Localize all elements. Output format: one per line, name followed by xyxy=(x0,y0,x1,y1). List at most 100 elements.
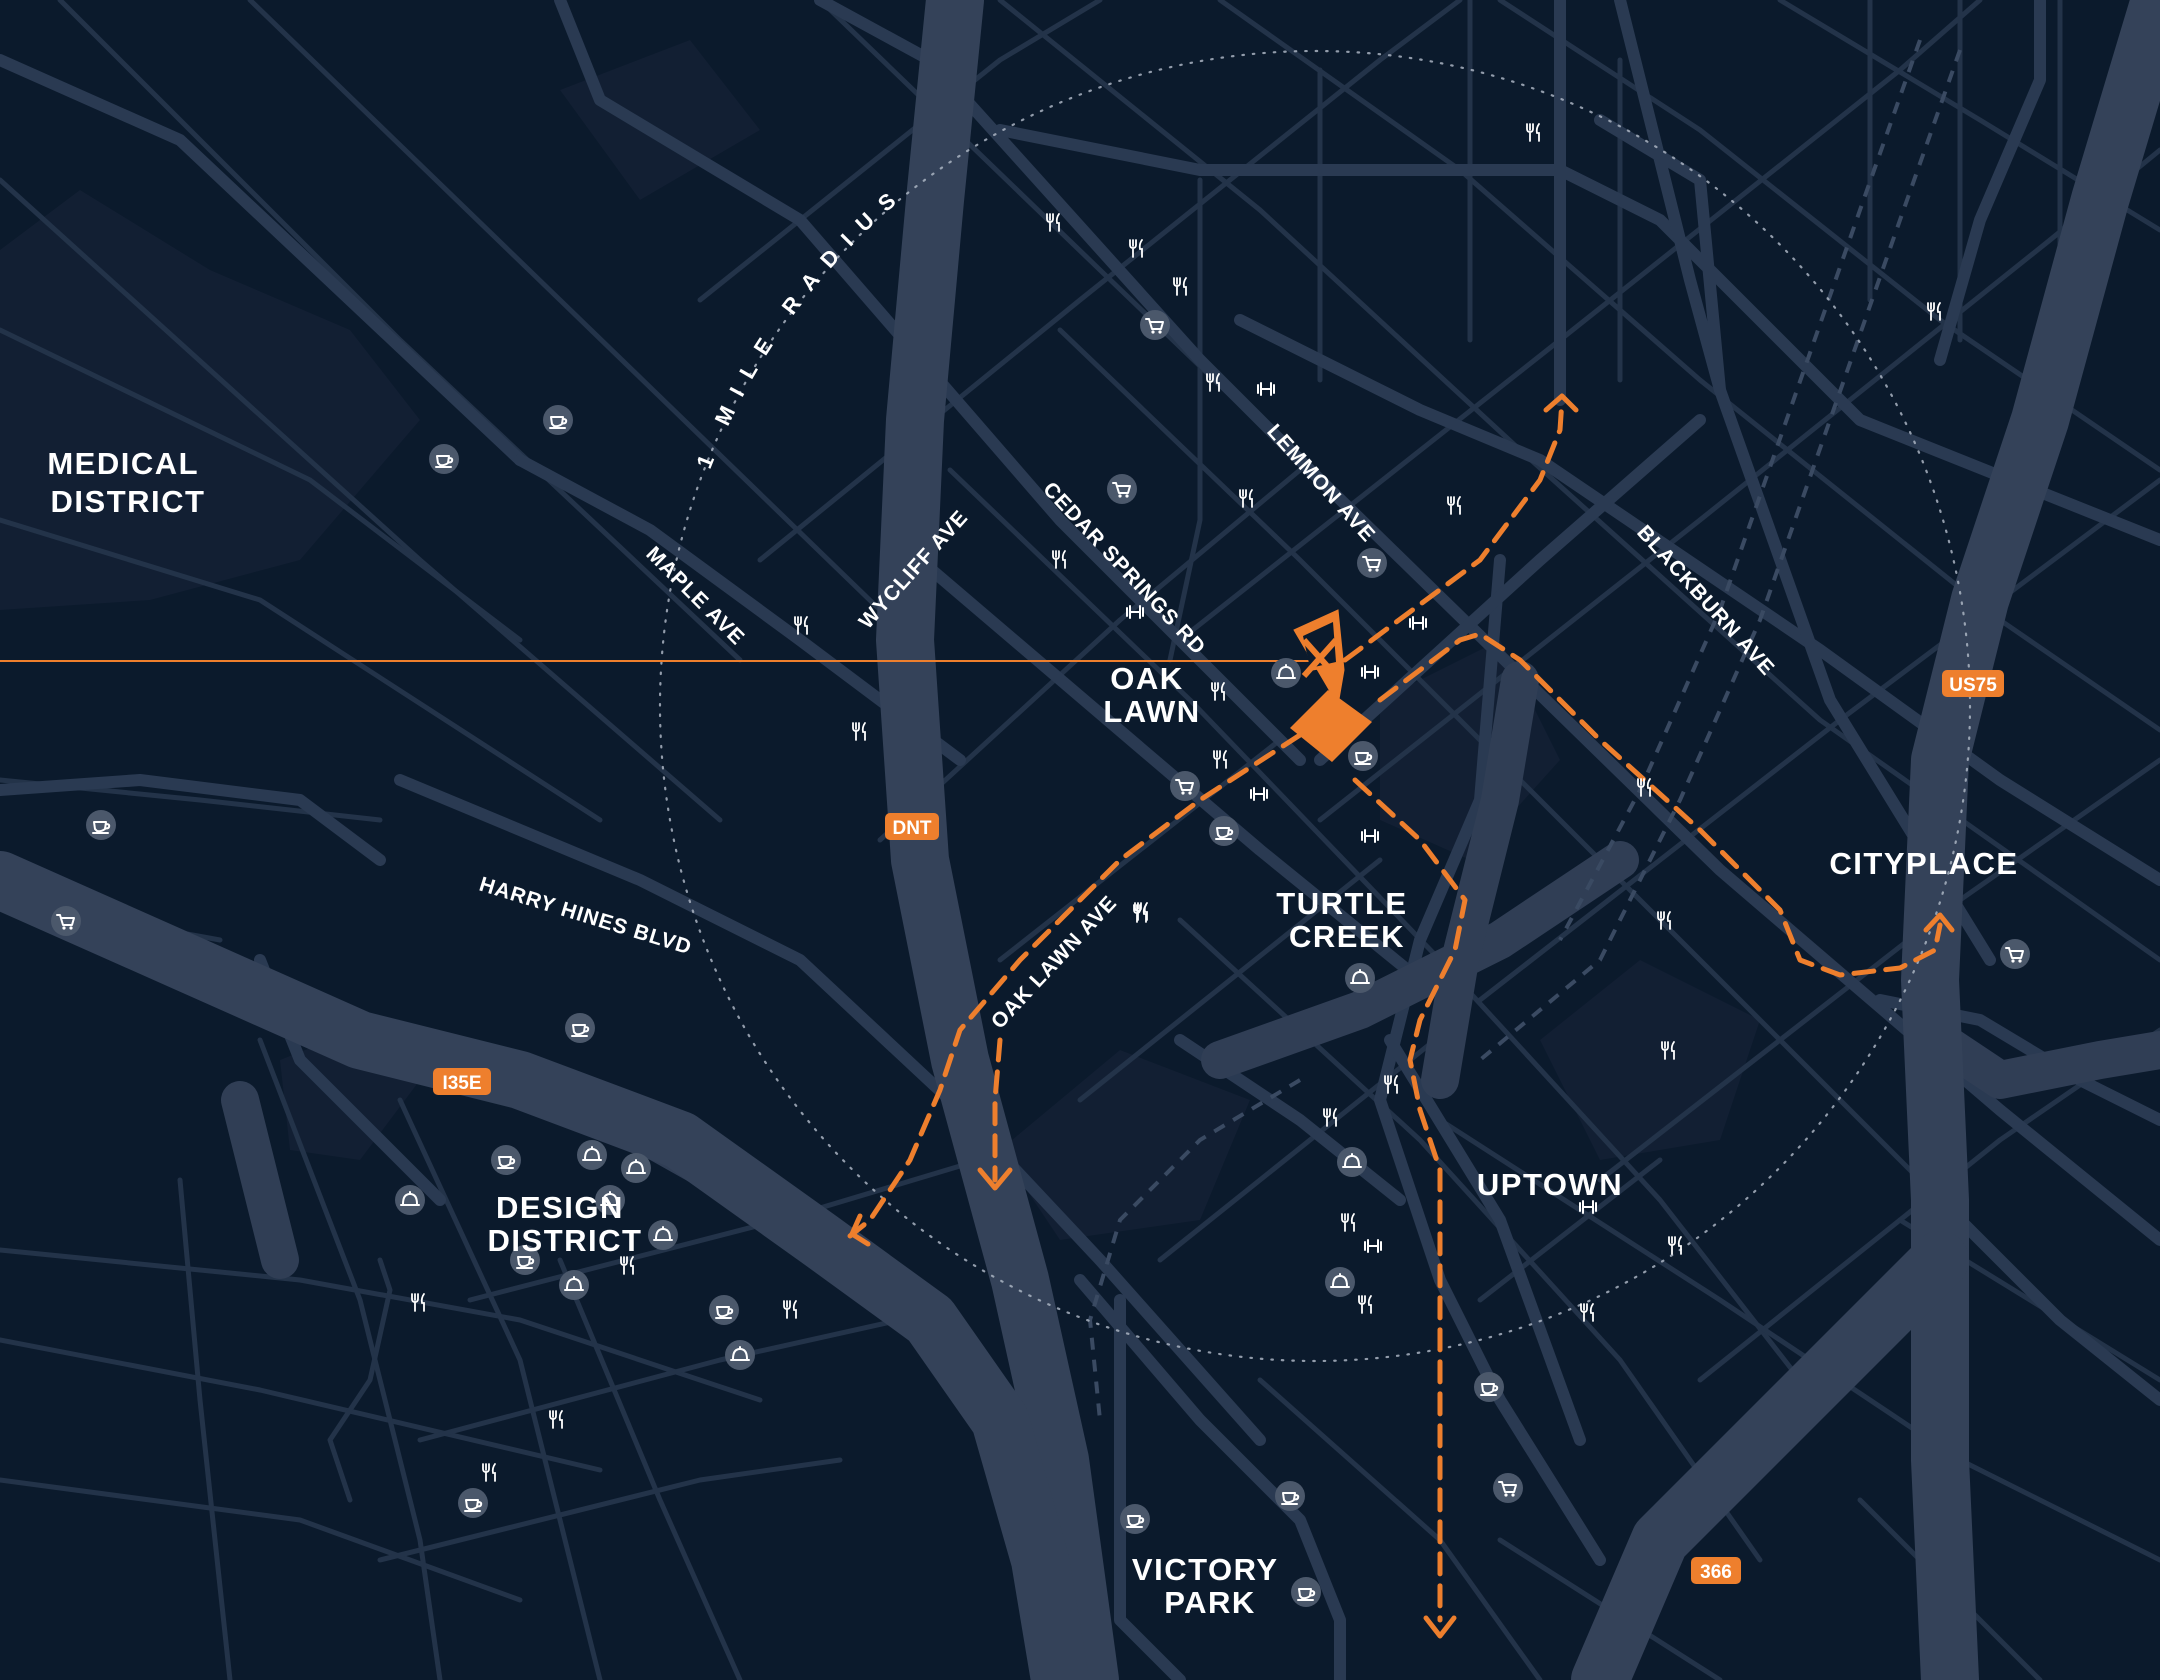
svg-text:I35E: I35E xyxy=(442,1073,481,1094)
district-victory-park: VICTORY PARK xyxy=(1132,1552,1288,1620)
restaurant-icon xyxy=(794,616,808,635)
fitness-icon xyxy=(1361,829,1379,843)
points-of-interest xyxy=(51,123,2030,1607)
interstate-35e xyxy=(0,851,1089,1680)
restaurant-icon xyxy=(1637,778,1651,797)
restaurant-icon xyxy=(1173,277,1187,296)
restaurant-icon xyxy=(1046,213,1060,232)
dining-cloche-icon xyxy=(621,1153,651,1183)
us-75-central-expressway xyxy=(1901,0,2160,1680)
one-mile-radius-circle xyxy=(658,49,1972,1363)
coffee-icon xyxy=(565,1013,595,1043)
coffee-icon xyxy=(510,1245,540,1275)
district-labels: MEDICAL DISTRICT OAK LAWN TURTLE CREEK C… xyxy=(47,446,2018,1620)
restaurant-icon xyxy=(1384,1075,1398,1094)
coffee-icon xyxy=(491,1145,521,1175)
coffee-icon xyxy=(709,1295,739,1325)
restaurant-icon xyxy=(1341,1213,1355,1232)
grocery-cart-icon xyxy=(1493,1473,1523,1503)
restaurant-icon xyxy=(852,722,866,741)
restaurant-icon xyxy=(1211,682,1225,701)
restaurant-icon xyxy=(1134,902,1148,921)
grocery-cart-icon xyxy=(1170,771,1200,801)
grocery-cart-icon xyxy=(1357,548,1387,578)
dallas-north-tollway xyxy=(876,0,1119,1680)
restaurant-icon xyxy=(1668,1236,1682,1255)
route-south-branch xyxy=(992,1037,1003,1183)
restaurant-icons xyxy=(411,123,1941,1482)
restaurant-icon xyxy=(482,1463,496,1482)
coffee-icon xyxy=(458,1488,488,1518)
coffee-icon xyxy=(1348,741,1378,771)
coffee-icon xyxy=(1474,1372,1504,1402)
shield-366: 366 xyxy=(1691,1557,1741,1584)
grocery-cart-icon xyxy=(2000,939,2030,969)
coffee-icon xyxy=(543,405,573,435)
restaurant-icon xyxy=(1129,239,1143,258)
shield-i35e: I35E xyxy=(433,1068,491,1095)
fitness-icon xyxy=(1257,382,1275,396)
district-cityplace: CITYPLACE xyxy=(1829,846,2018,881)
restaurant-icon xyxy=(1213,750,1227,769)
restaurant-icon xyxy=(1661,1041,1675,1060)
dining-cloche-icon xyxy=(1271,658,1301,688)
coffee-icon xyxy=(1120,1504,1150,1534)
restaurant-icon xyxy=(620,1256,634,1275)
route-lines xyxy=(847,393,1955,1639)
grocery-cart-icon xyxy=(1107,474,1137,504)
dining-cloche-icon xyxy=(595,1185,625,1215)
svg-text:DNT: DNT xyxy=(892,818,931,839)
fitness-icon xyxy=(1364,1239,1382,1253)
route-southwest xyxy=(847,732,1303,1239)
shield-us75: US75 xyxy=(1942,670,2004,697)
dining-cloche-icon xyxy=(648,1220,678,1250)
coffee-icon xyxy=(1275,1481,1305,1511)
dining-cloche-icon xyxy=(559,1270,589,1300)
restaurant-icon xyxy=(549,1410,563,1429)
us-75-ramp xyxy=(1571,1231,1969,1680)
coffee-icon xyxy=(1209,816,1239,846)
restaurant-icon xyxy=(1447,496,1461,515)
dining-cloche-icon xyxy=(395,1185,425,1215)
route-south-uptown xyxy=(1352,777,1468,1623)
restaurant-icon xyxy=(1526,123,1540,142)
district-medical: MEDICAL DISTRICT xyxy=(47,446,208,519)
restaurant-icon xyxy=(1239,489,1253,508)
district-design: DESIGN DISTRICT xyxy=(488,1190,643,1258)
property-marker[interactable] xyxy=(1290,609,1372,762)
fitness-icon xyxy=(1126,605,1144,619)
route-east-cityplace xyxy=(1377,631,1943,978)
district-uptown: UPTOWN xyxy=(1477,1167,1623,1202)
dining-cloche-icon xyxy=(1337,1147,1367,1177)
grocery-cart-icon xyxy=(1140,310,1170,340)
restaurant-icon xyxy=(1206,373,1220,392)
shield-dnt: DNT xyxy=(885,813,939,840)
restaurant-icon xyxy=(1133,904,1147,923)
dining-cloche-icon xyxy=(1325,1267,1355,1297)
dining-cloche-icon xyxy=(1345,963,1375,993)
restaurant-icon xyxy=(1052,550,1066,569)
restaurant-icon xyxy=(1580,1303,1594,1322)
property-diamond xyxy=(1290,690,1372,762)
fitness-icon xyxy=(1409,616,1427,630)
route-north xyxy=(1342,397,1565,663)
restaurant-icon xyxy=(411,1293,425,1312)
highway-shields: DNT US75 I35E 366 xyxy=(433,670,2004,1584)
restaurant-icon xyxy=(783,1300,797,1319)
fitness-icon xyxy=(1579,1200,1597,1214)
fitness-icon xyxy=(1361,665,1379,679)
restaurant-icon xyxy=(1358,1295,1372,1314)
grocery-cart-icon xyxy=(51,906,81,936)
coffee-icon xyxy=(86,810,116,840)
dining-cloche-icon xyxy=(577,1140,607,1170)
svg-text:366: 366 xyxy=(1700,1562,1732,1583)
coffee-icon xyxy=(1291,1577,1321,1607)
restaurant-icon xyxy=(1927,302,1941,321)
restaurant-icon xyxy=(1323,1108,1337,1127)
badge-icons xyxy=(51,310,2030,1607)
svg-text:US75: US75 xyxy=(1949,675,1997,696)
fitness-icon xyxy=(1250,787,1268,801)
dining-cloche-icon xyxy=(725,1340,755,1370)
